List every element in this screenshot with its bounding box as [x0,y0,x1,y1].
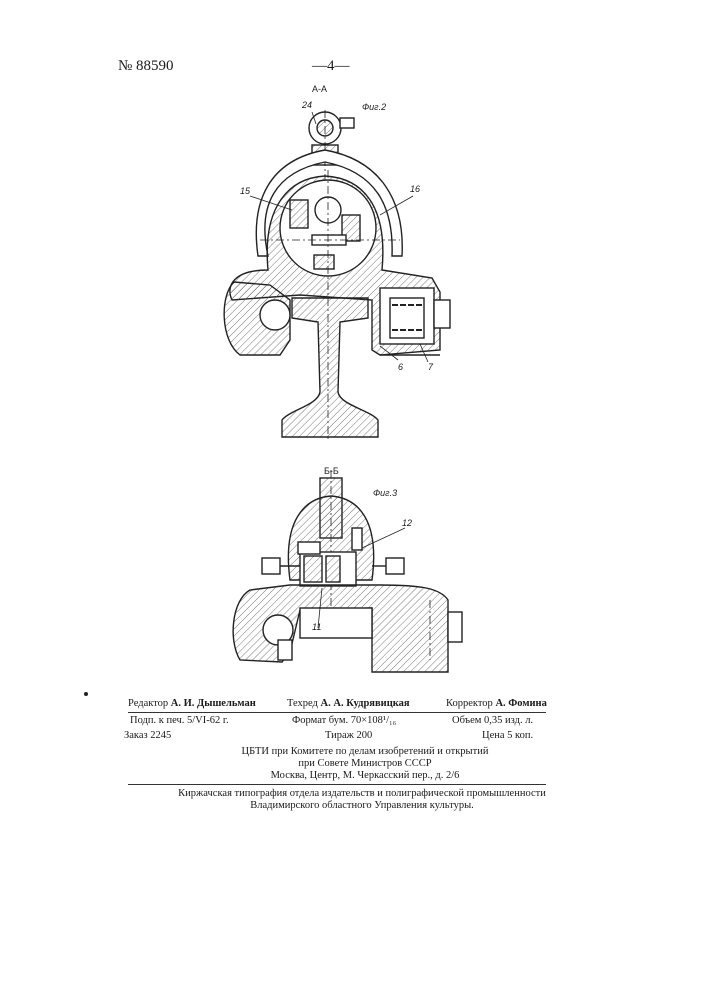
paper-format: Формат бум. 70×108¹/₁₆ [292,716,396,727]
techeditor-name: А. А. Кудрявицкая [321,698,410,709]
figure-2-drawing [224,110,450,440]
fig3-section-label: Б-Б [324,466,339,476]
callout-16: 16 [410,184,420,194]
order-number: Заказ 2245 [124,731,171,742]
printer-line-1: Киржачская типография отдела издательств… [62,788,662,799]
callout-12: 12 [402,518,412,528]
fig3-caption: Фиг.3 [373,488,397,498]
callout-7: 7 [428,362,433,372]
editor-name: А. И. Дышельман [171,698,256,709]
volume: Объем 0,35 изд. л. [452,716,533,727]
credits-rule [128,712,546,713]
callout-15: 15 [240,186,250,196]
proofreader-name: А. Фомина [495,698,546,709]
publisher-line-2: при Совете Министров СССР [95,758,635,769]
techeditor-role: Техред [287,698,318,709]
printer-line-2: Владимирского областного Управления куль… [62,800,662,811]
publisher-line-3: Москва, Центр, М. Черкасский пер., д. 2/… [95,770,635,781]
techeditor-credit: Техред А. А. Кудрявицкая [287,699,410,710]
callout-11: 11 [312,622,321,632]
figure-3-drawing [233,470,462,672]
callout-6: 6 [398,362,403,372]
proofreader-credit: Корректор А. Фомина [446,699,547,710]
fig2-section-label: А-А [312,84,327,94]
fig2-caption: Фиг.2 [362,102,386,112]
circulation: Тираж 200 [325,731,372,742]
signed-date: Подп. к печ. 5/VI-62 г. [130,716,229,727]
price: Цена 5 коп. [482,731,533,742]
proofreader-role: Корректор [446,698,493,709]
callout-24: 24 [302,100,312,110]
editor-role: Редактор [128,698,168,709]
publisher-line-1: ЦБТИ при Комитете по делам изобретений и… [95,746,635,757]
editor-credit: Редактор А. И. Дышельман [128,699,256,710]
publisher-rule [128,784,546,785]
print-dot [84,692,88,696]
